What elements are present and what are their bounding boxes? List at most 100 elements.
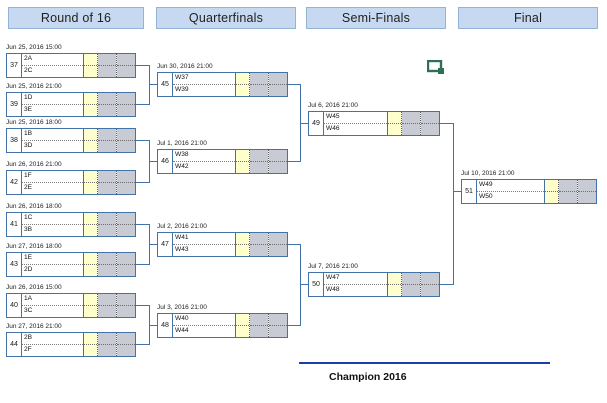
match-box-46[interactable]: 46 W38 W42 [157, 149, 288, 174]
team-slot-2[interactable]: W43 [175, 245, 189, 253]
score-col-main[interactable] [236, 73, 249, 96]
score-col-extra[interactable] [97, 294, 116, 317]
match-box-48[interactable]: 48 W40 W44 [157, 313, 288, 338]
score-col-extra[interactable] [401, 273, 420, 296]
score-col-main[interactable] [84, 93, 97, 116]
match-box-47[interactable]: 47 W41 W43 [157, 232, 288, 257]
team-slot-2[interactable]: W42 [175, 162, 189, 170]
match-box-49[interactable]: 49 W45 W46 [308, 111, 440, 136]
score-col-extra[interactable] [249, 314, 268, 337]
team-slot-1[interactable]: W41 [173, 233, 235, 245]
score-col-main[interactable] [545, 180, 558, 203]
score-col-extra[interactable] [249, 150, 268, 173]
team-slot-1[interactable]: W38 [173, 150, 235, 162]
score-col-pens[interactable] [116, 333, 135, 356]
score-col-pens[interactable] [116, 93, 135, 116]
team-slot-1[interactable]: 2B [22, 333, 83, 345]
round-header-semi-finals: Semi-Finals [306, 7, 446, 29]
score-col-main[interactable] [236, 150, 249, 173]
match-box-51[interactable]: 51 W49 W50 [461, 179, 597, 204]
score-col-extra[interactable] [97, 54, 116, 77]
match-box-43[interactable]: 43 1E 2D [6, 252, 136, 277]
score-col-extra[interactable] [97, 129, 116, 152]
score-col-pens[interactable] [116, 54, 135, 77]
team-slot-1[interactable]: W45 [324, 112, 387, 124]
score-col-main[interactable] [84, 171, 97, 194]
score-col-pens[interactable] [116, 213, 135, 236]
match-box-39[interactable]: 39 1D 3E [6, 92, 136, 117]
team-slot-1[interactable]: 1D [22, 93, 83, 105]
score-col-pens[interactable] [268, 233, 287, 256]
score-col-main[interactable] [84, 294, 97, 317]
team-slot-2[interactable]: 2E [24, 183, 33, 191]
team-slot-2[interactable]: 3D [24, 141, 33, 149]
score-col-main[interactable] [236, 314, 249, 337]
score-col-pens[interactable] [268, 150, 287, 173]
team-slot-2[interactable]: 3E [24, 105, 33, 113]
score-col-pens[interactable] [116, 253, 135, 276]
team-slot-2[interactable]: 2D [24, 265, 33, 273]
score-col-pens[interactable] [116, 129, 135, 152]
score-col-extra[interactable] [97, 213, 116, 236]
team-slot-2[interactable]: W46 [326, 124, 340, 132]
team-slot-2[interactable]: 3B [24, 225, 33, 233]
score-col-main[interactable] [84, 213, 97, 236]
team-slot-2[interactable]: W39 [175, 85, 189, 93]
score-col-extra[interactable] [558, 180, 577, 203]
team-slot-1[interactable]: 1F [22, 171, 83, 183]
match-box-40[interactable]: 40 1A 3C [6, 293, 136, 318]
match-teams: W41 W43 [173, 233, 235, 256]
team-slot-1[interactable]: 1E [22, 253, 83, 265]
score-col-extra[interactable] [249, 73, 268, 96]
team-slot-1[interactable]: 2A [22, 54, 83, 66]
match-box-42[interactable]: 42 1F 2E [6, 170, 136, 195]
team-slot-1[interactable]: 1A [22, 294, 83, 306]
team-slot-1[interactable]: W40 [173, 314, 235, 326]
score-col-main[interactable] [84, 333, 97, 356]
score-col-pens[interactable] [116, 171, 135, 194]
score-col-main[interactable] [84, 253, 97, 276]
match-box-44[interactable]: 44 2B 2F [6, 332, 136, 357]
match-box-41[interactable]: 41 1C 3B [6, 212, 136, 237]
score-col-pens[interactable] [268, 73, 287, 96]
score-col-pens[interactable] [116, 294, 135, 317]
score-col-extra[interactable] [249, 233, 268, 256]
connector [136, 65, 150, 66]
score-col-pens[interactable] [268, 314, 287, 337]
score-col-extra[interactable] [97, 253, 116, 276]
team-slot-2[interactable]: W44 [175, 326, 189, 334]
team-slot-1[interactable]: W37 [173, 73, 235, 85]
team-slot-1[interactable]: 1B [22, 129, 83, 141]
score-col-main[interactable] [236, 233, 249, 256]
team-slot-2[interactable]: W48 [326, 285, 340, 293]
match-number: 42 [7, 171, 22, 194]
score-col-extra[interactable] [401, 112, 420, 135]
team-slot-2[interactable]: 2C [24, 66, 33, 74]
score-col-main[interactable] [84, 54, 97, 77]
team-slot-2[interactable]: W50 [479, 192, 493, 200]
match-box-37[interactable]: 37 2A 2C [6, 53, 136, 78]
champion-divider [299, 362, 550, 364]
connector [136, 264, 150, 265]
score-col-main[interactable] [84, 129, 97, 152]
team-slot-2[interactable]: 2F [24, 345, 32, 353]
match-scores [83, 54, 135, 77]
team-slot-1[interactable]: W49 [477, 180, 544, 192]
match-box-38[interactable]: 38 1B 3D [6, 128, 136, 153]
match-scores [544, 180, 596, 203]
team-slot-1[interactable]: W47 [324, 273, 387, 285]
match-box-50[interactable]: 50 W47 W48 [308, 272, 440, 297]
score-col-main[interactable] [388, 273, 401, 296]
connector [149, 325, 157, 326]
score-col-pens[interactable] [577, 180, 596, 203]
score-col-extra[interactable] [97, 93, 116, 116]
score-col-extra[interactable] [97, 171, 116, 194]
score-col-pens[interactable] [420, 273, 439, 296]
match-box-45[interactable]: 45 W37 W39 [157, 72, 288, 97]
team-slot-1[interactable]: 1C [22, 213, 83, 225]
team-slot-2[interactable]: 3C [24, 306, 33, 314]
score-col-extra[interactable] [97, 333, 116, 356]
score-col-pens[interactable] [420, 112, 439, 135]
resize-handle-icon[interactable] [426, 59, 447, 83]
score-col-main[interactable] [388, 112, 401, 135]
